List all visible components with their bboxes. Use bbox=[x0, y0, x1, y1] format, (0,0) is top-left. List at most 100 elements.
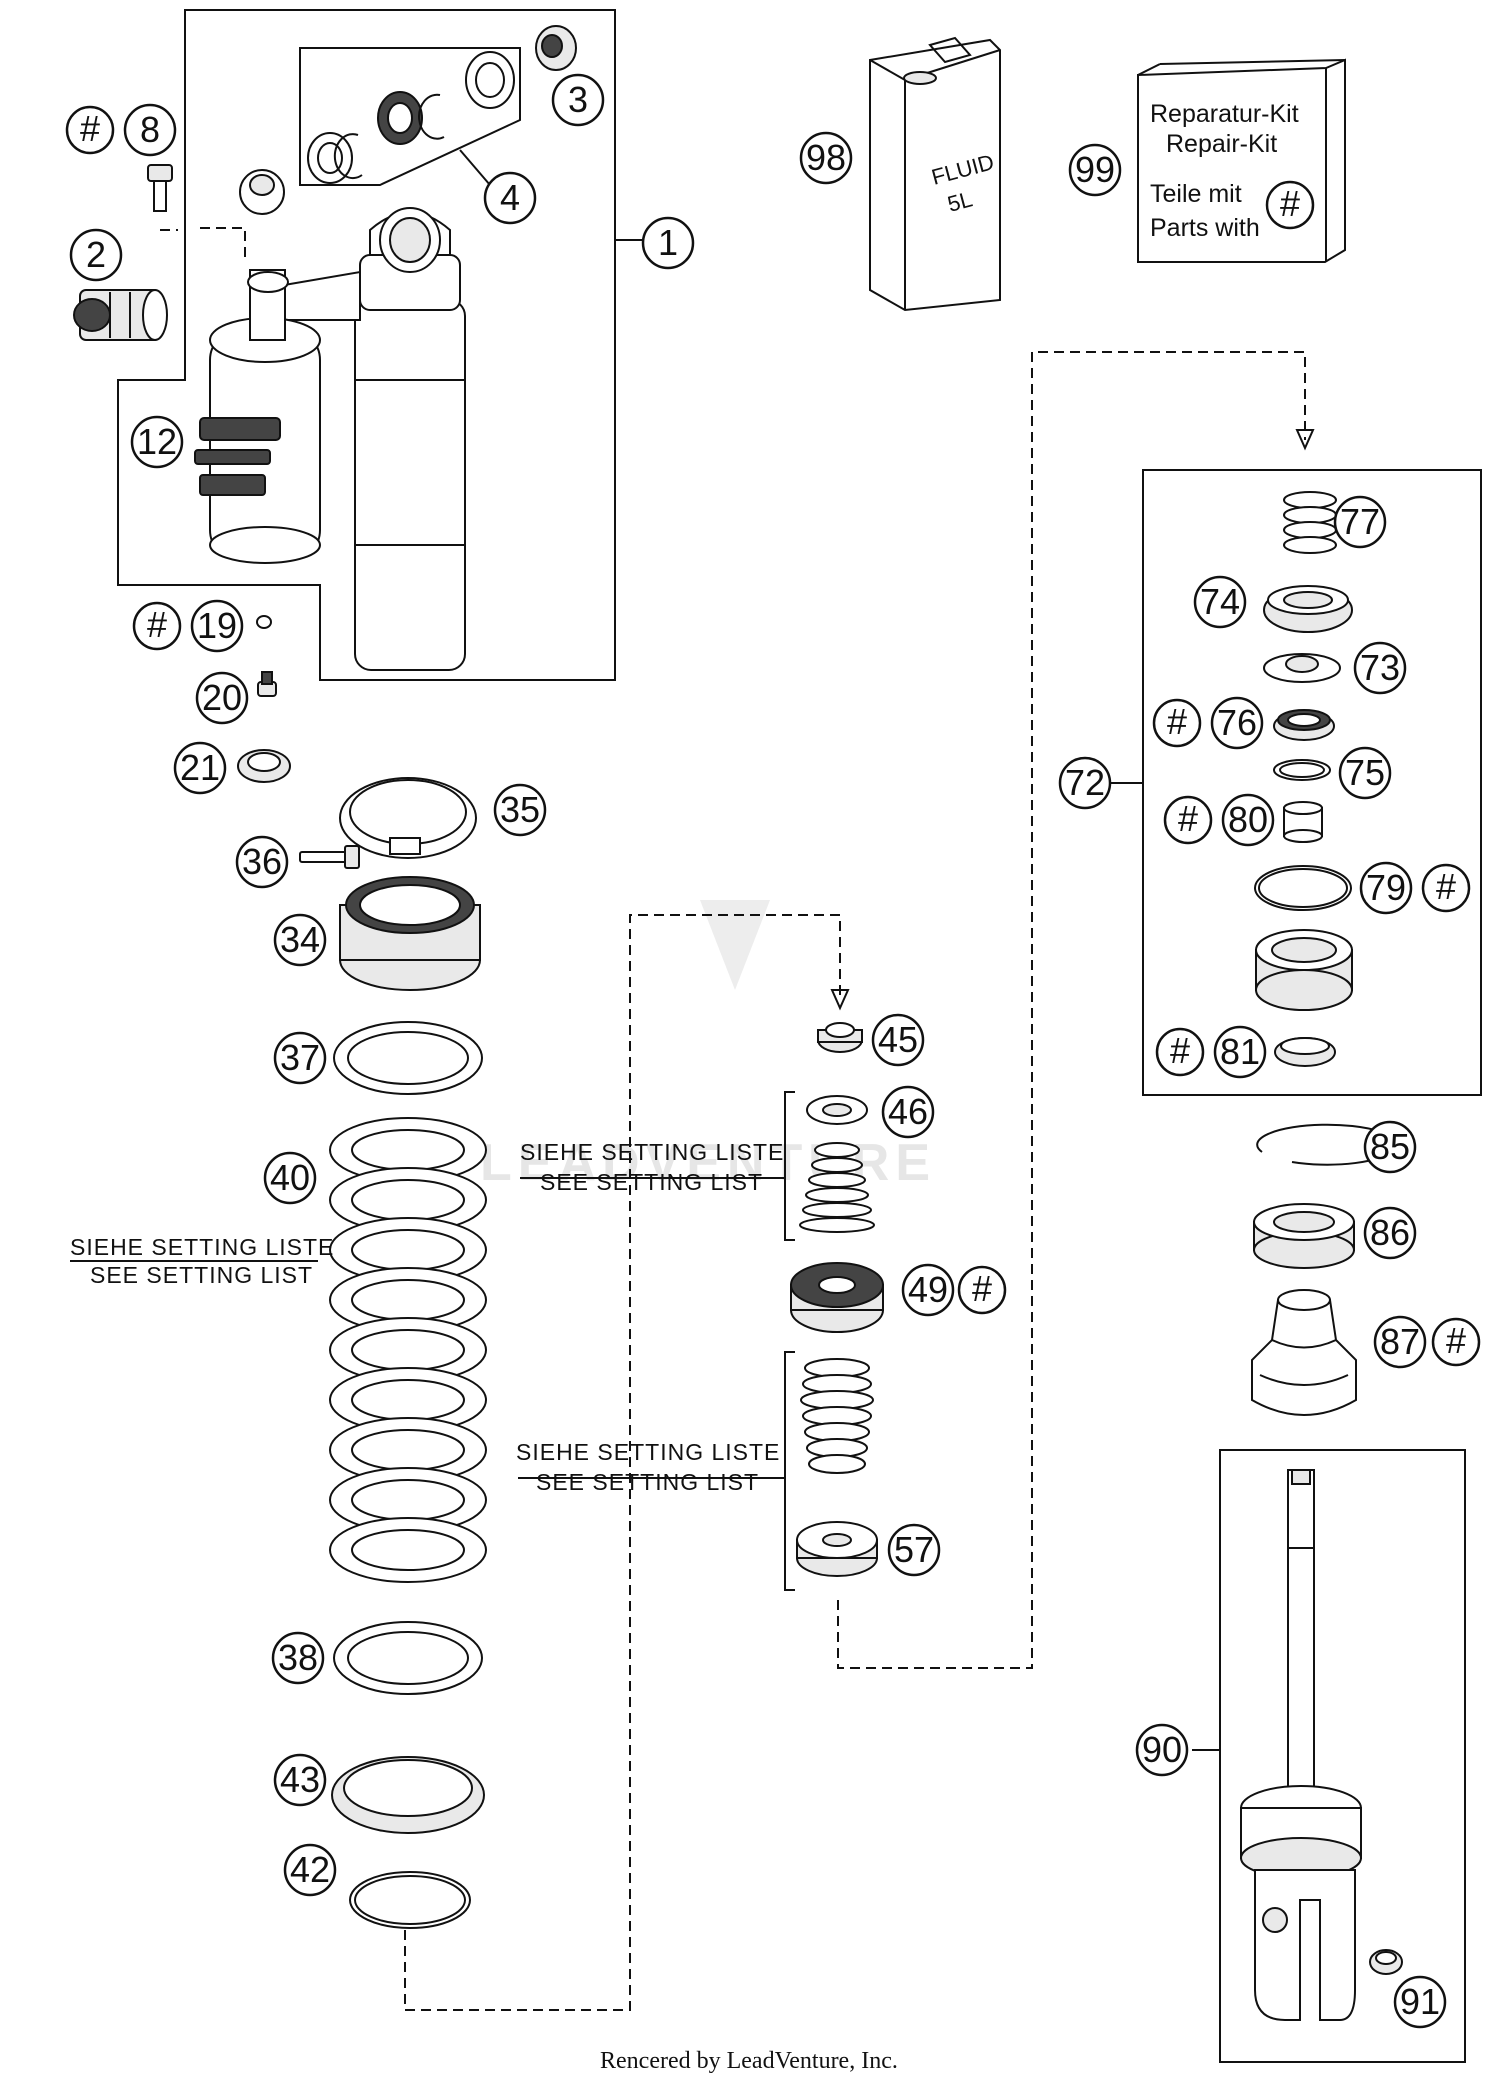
callout-73: 73 bbox=[1353, 641, 1407, 695]
callout-79: 79 bbox=[1359, 861, 1413, 915]
callout-label: 45 bbox=[878, 1019, 918, 1060]
callout-20: 20 bbox=[195, 671, 249, 725]
part-76-seal bbox=[1273, 709, 1335, 741]
callout-36: 36 bbox=[235, 835, 289, 889]
part-40-spring bbox=[329, 1117, 487, 1583]
callout-35: 35 bbox=[493, 783, 547, 837]
callout-label: 73 bbox=[1360, 647, 1400, 688]
callout-86: 86 bbox=[1363, 1206, 1417, 1260]
setting-label-lower-de: SIEHE SETTING LISTE bbox=[516, 1439, 780, 1465]
kit-marker-icon: # bbox=[1431, 1317, 1481, 1367]
part-91-nut bbox=[1369, 1949, 1403, 1975]
group-box-shock-assembly bbox=[117, 9, 616, 681]
kit-marker-label: # bbox=[1436, 866, 1456, 907]
callout-label: 86 bbox=[1370, 1212, 1410, 1253]
kit-marker-label: # bbox=[1446, 1320, 1466, 1361]
callout-label: 42 bbox=[290, 1849, 330, 1890]
part-77-spring bbox=[1283, 491, 1337, 554]
callout-57: 57 bbox=[887, 1523, 941, 1577]
callout-label: 3 bbox=[568, 79, 588, 120]
group-box-seal-kit bbox=[299, 47, 521, 186]
callout-42: 42 bbox=[283, 1843, 337, 1897]
kit-marker-label: # bbox=[80, 108, 100, 149]
compression-valve-body bbox=[1255, 929, 1353, 1011]
callout-label: 99 bbox=[1075, 149, 1115, 190]
repair-kit-title-de: Reparatur-Kit bbox=[1150, 100, 1299, 128]
part-99-repair-kit: Reparatur-Kit Repair-Kit Teile mit Parts… bbox=[1137, 58, 1346, 263]
callout-4: 4 bbox=[483, 171, 537, 225]
leader-4 bbox=[459, 149, 491, 186]
callout-46: 46 bbox=[881, 1085, 935, 1139]
kit-marker-label: # bbox=[147, 604, 167, 645]
callout-74: 74 bbox=[1193, 575, 1247, 629]
callout-49: 49 bbox=[901, 1263, 955, 1317]
setting-label-upper-en: SEE SETTING LIST bbox=[540, 1169, 763, 1195]
part-86-cap bbox=[1253, 1203, 1355, 1269]
kit-marker-icon: # bbox=[132, 601, 182, 651]
kit-marker-label: # bbox=[1167, 701, 1187, 742]
kit-marker-icon: # bbox=[1265, 180, 1315, 230]
repair-kit-parts-de: Teile mit bbox=[1150, 180, 1242, 208]
part-35-clamp bbox=[339, 777, 477, 859]
part-90-piston-rod bbox=[1240, 1469, 1362, 2021]
callout-label: 2 bbox=[86, 234, 106, 275]
callout-label: 1 bbox=[658, 222, 678, 263]
callout-2: 2 bbox=[69, 228, 123, 282]
callout-87: 87 bbox=[1373, 1315, 1427, 1369]
setting-label-spring: SIEHE SETTING LISTE SEE SETTING LIST bbox=[70, 1234, 334, 1288]
part-81-seal bbox=[1274, 1037, 1336, 1067]
assembly-flow-line-2 bbox=[837, 351, 1306, 1669]
callout-label: 34 bbox=[280, 919, 320, 960]
setting-label-lower: SIEHE SETTING LISTE SEE SETTING LIST bbox=[516, 1439, 780, 1495]
callout-label: 80 bbox=[1228, 799, 1268, 840]
part-2-adjuster bbox=[73, 289, 168, 341]
part-87-bumper bbox=[1251, 1289, 1357, 1416]
callout-80: 80 bbox=[1221, 793, 1275, 847]
group-box-piston-rod bbox=[1219, 1449, 1466, 2063]
part-42-ring bbox=[349, 1871, 471, 1929]
flow-arrow-2-icon bbox=[1295, 429, 1315, 451]
callout-40: 40 bbox=[263, 1151, 317, 1205]
part-8-screw bbox=[147, 164, 246, 262]
callout-label: 36 bbox=[242, 841, 282, 882]
bushing bbox=[239, 169, 285, 215]
callout-3: 3 bbox=[551, 73, 605, 127]
callout-76: 76 bbox=[1210, 696, 1264, 750]
part-49-piston bbox=[790, 1262, 884, 1333]
part-98-fluid-can: FLUID 5L bbox=[869, 36, 1001, 312]
callout-45: 45 bbox=[871, 1013, 925, 1067]
callout-label: 19 bbox=[197, 605, 237, 646]
callout-98: 98 bbox=[799, 131, 853, 185]
part-20-valve bbox=[257, 671, 277, 697]
kit-marker-icon: # bbox=[1163, 795, 1213, 845]
repair-kit-parts-en: Parts with bbox=[1150, 214, 1260, 242]
callout-label: 85 bbox=[1370, 1126, 1410, 1167]
bracket-shims-upper bbox=[784, 1091, 795, 1241]
setting-label-upper: SIEHE SETTING LISTE SEE SETTING LIST bbox=[520, 1139, 783, 1195]
callout-99: 99 bbox=[1068, 143, 1122, 197]
kit-marker-icon: # bbox=[1152, 698, 1202, 748]
callout-label: 57 bbox=[894, 1529, 934, 1570]
callout-77: 77 bbox=[1333, 495, 1387, 549]
flow-arrow-1-icon bbox=[830, 989, 850, 1011]
shim-stack-upper bbox=[799, 1142, 875, 1233]
callout-81: 81 bbox=[1213, 1025, 1267, 1079]
part-73-washer bbox=[1263, 653, 1341, 683]
callout-label: 98 bbox=[806, 137, 846, 178]
kit-marker-label: # bbox=[1170, 1030, 1190, 1071]
bracket-shims-lower bbox=[784, 1351, 795, 1591]
setting-label-spring-en: SEE SETTING LIST bbox=[90, 1262, 313, 1288]
callout-label: 8 bbox=[140, 109, 160, 150]
part-79-oring bbox=[1254, 865, 1352, 911]
callout-label: 77 bbox=[1340, 501, 1380, 542]
callout-label: 38 bbox=[278, 1637, 318, 1678]
reservoir bbox=[194, 269, 321, 564]
callout-12: 12 bbox=[130, 415, 184, 469]
part-21-bushing bbox=[237, 749, 291, 783]
part-45-nut bbox=[817, 1022, 863, 1053]
callout-21: 21 bbox=[173, 741, 227, 795]
setting-label-spring-de: SIEHE SETTING LISTE bbox=[70, 1234, 334, 1260]
callout-label: 4 bbox=[500, 177, 520, 218]
callout-label: 91 bbox=[1400, 1981, 1440, 2022]
part-46-washer bbox=[806, 1095, 868, 1125]
